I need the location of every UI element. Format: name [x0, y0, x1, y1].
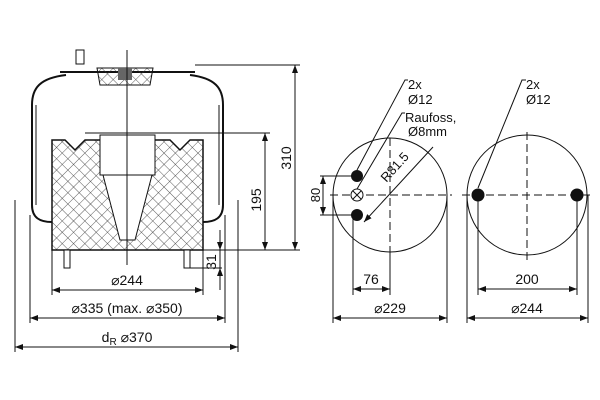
mounting-hole [471, 188, 485, 202]
air-fitting-icon [75, 49, 85, 65]
hole-diameter-label: Ø12 [408, 92, 433, 107]
hole-count-label: 2x [526, 77, 540, 92]
dim-rolling-diameter: dR ⌀370 [102, 329, 153, 348]
radius-label: R81.5 [377, 149, 411, 185]
dim-bottom-plate-diameter: ⌀244 [511, 300, 543, 316]
dim-top-plate-diameter: ⌀229 [374, 300, 406, 316]
air-fitting-label: Raufoss, [405, 110, 456, 125]
dim-piston-diameter: ⌀244 [111, 272, 143, 288]
dim-hole-spacing: 80 [308, 188, 323, 202]
dim-piston-height: 195 [248, 188, 264, 212]
hole-diameter-label: Ø12 [526, 92, 551, 107]
dim-bellow-diameter: ⌀335 (max. ⌀350) [71, 300, 182, 316]
air-spring-bellow [31, 49, 224, 223]
hole-count-label: 2x [408, 77, 422, 92]
bottom-plate-view: 2x Ø12 200 ⌀244 [462, 77, 593, 323]
dim-pin-length: 31 [203, 254, 219, 270]
dim-hole-spacing: 200 [515, 271, 539, 287]
side-view: 310 195 31 ⌀244 ⌀335 (max. ⌀350) dR ⌀370 [14, 49, 300, 352]
dim-offset: 76 [363, 271, 379, 287]
dim-total-height: 310 [278, 146, 294, 170]
air-fitting-size-label: Ø8mm [408, 124, 447, 139]
mounting-hole [570, 188, 584, 202]
top-plate-view: 2x Ø12 Raufoss, Ø8mm R81.5 80 76 ⌀229 [308, 77, 456, 323]
air-fitting-symbol-icon [350, 188, 364, 202]
top-insert [118, 68, 132, 80]
